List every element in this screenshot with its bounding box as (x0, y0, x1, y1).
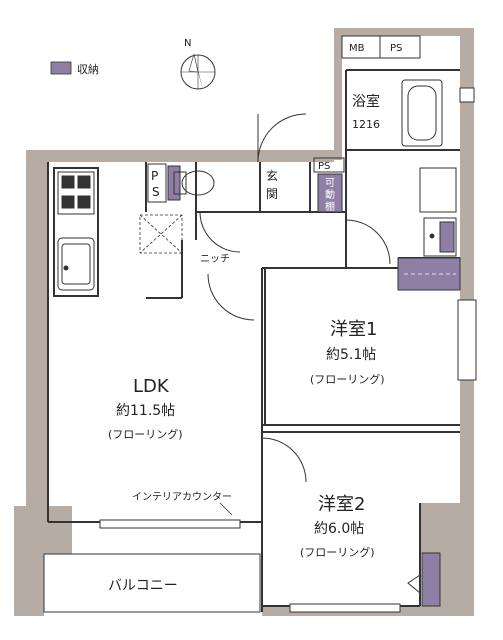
western1-name: 洋室1 (330, 319, 377, 340)
mb-label: MB (349, 43, 365, 54)
balcony-label: バルコニー (108, 578, 178, 594)
toilet-icon (167, 165, 215, 201)
washbasin-icon (419, 167, 457, 257)
bedroom1-door (207, 273, 255, 321)
svg-text:P: P (151, 169, 158, 183)
svg-text:玄: 玄 (266, 168, 278, 183)
bath-door (345, 219, 391, 265)
bedroom2-door (261, 437, 307, 483)
svg-text:棚: 棚 (325, 200, 335, 213)
compass-north-label: N (184, 38, 191, 49)
kitchen-stove-icon (57, 171, 95, 215)
mb-ps-boxes: MB PS (341, 35, 421, 59)
bathtub-icon (401, 79, 475, 147)
svg-text:動: 動 (325, 188, 335, 201)
svg-text:可: 可 (325, 178, 335, 189)
western2-name: 洋室2 (318, 494, 365, 515)
ps-top-label: PS (390, 43, 402, 54)
ldk-name: LDK (133, 376, 170, 397)
ps-small-label: PS (318, 161, 330, 172)
entrance-inner-door (199, 211, 241, 253)
toilet-ps: P S (147, 163, 167, 203)
storage-legend-label: 収納 (77, 63, 99, 76)
niche-label: ニッチ (200, 253, 230, 265)
storage-legend-swatch (50, 61, 72, 75)
interior-counter: インテリアカウンター (132, 491, 233, 516)
ldk-floor: (フローリング) (108, 427, 183, 441)
compass-icon: N (180, 38, 216, 90)
pantry-storage (139, 214, 183, 254)
western1-size: 約5.1帖 (326, 347, 376, 363)
svg-text:S: S (152, 185, 160, 199)
exterior-walls (14, 28, 474, 616)
kitchen-sink-icon (57, 237, 95, 291)
balcony: バルコニー (43, 553, 261, 613)
svg-text:関: 関 (266, 187, 278, 201)
bath-size: 1216 (352, 118, 380, 131)
entrance: 玄 関 (257, 113, 307, 201)
interior-counter-label: インテリアカウンター (132, 491, 232, 503)
windows (99, 299, 477, 613)
ldk-size: 約11.5帖 (116, 403, 175, 419)
bath-name: 浴室 (352, 93, 380, 110)
movable-shelf: PS 可 動 棚 (313, 157, 345, 213)
closet-storage-2 (421, 552, 441, 607)
western1-floor: (フローリング) (310, 372, 385, 386)
legend: 収納 (50, 61, 99, 76)
western2-size: 約6.0帖 (314, 521, 364, 537)
western2-floor: (フローリング) (300, 545, 375, 559)
